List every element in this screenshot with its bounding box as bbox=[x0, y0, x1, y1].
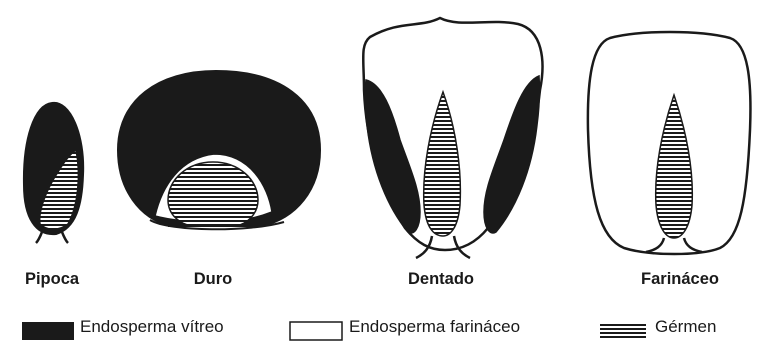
legend-swatch-vitreo bbox=[22, 322, 74, 340]
kernel-pipoca-drawing bbox=[24, 103, 83, 243]
legend-swatch-farinaceo bbox=[290, 322, 342, 340]
legend-label-germen: Gérmen bbox=[655, 317, 716, 337]
kernel-duro-drawing bbox=[118, 71, 320, 229]
legend-label-vitreo: Endosperma vítreo bbox=[80, 317, 224, 337]
kernel-farinaceo-drawing bbox=[588, 32, 751, 254]
kernel-label-pipoca: Pipoca bbox=[25, 270, 79, 289]
legend-swatch-germen bbox=[600, 322, 646, 338]
kernel-dentado-drawing bbox=[363, 18, 542, 258]
kernel-label-duro: Duro bbox=[194, 270, 233, 289]
legend-label-farinaceo: Endosperma farináceo bbox=[349, 317, 520, 337]
kernel-label-dentado: Dentado bbox=[408, 270, 474, 289]
kernel-label-farinaceo: Farináceo bbox=[641, 270, 719, 289]
